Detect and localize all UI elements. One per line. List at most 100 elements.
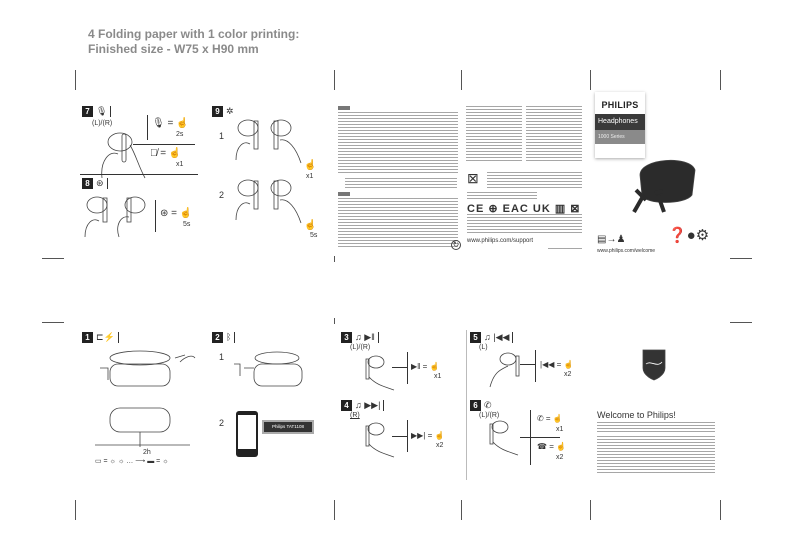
panel-number: 7 (82, 106, 93, 117)
microphone-mute-icon: 🎙̸ = ☝ (150, 148, 182, 159)
divider (155, 200, 156, 232)
play-pause-icon: ♫ ▶ǁ (352, 332, 379, 343)
body-text (597, 422, 715, 432)
hands-earbuds-illustration (235, 119, 302, 164)
crop-mark (590, 500, 591, 520)
product-name: Headphones (595, 114, 645, 130)
product-series: 1000 Series (595, 130, 645, 144)
spec-line-2: Finished size - W75 x H90 mm (88, 42, 259, 56)
hand-earbud-illustration (365, 355, 395, 391)
crop-mark (730, 258, 752, 259)
fold-mark (334, 318, 335, 324)
section-heading (338, 106, 350, 110)
body-text (487, 172, 582, 188)
reject-call-icon: ☎ = ☝ (537, 442, 567, 451)
support-url[interactable]: www.philips.com/support (467, 238, 534, 244)
panel-number: 1 (82, 332, 93, 343)
assistant-press-icon: ⊛ = ☝ (160, 208, 193, 219)
panel-number: 5 (470, 332, 481, 343)
tap-count: x2 (556, 454, 564, 461)
crop-mark (42, 258, 64, 259)
earbuds-case-illustration (632, 159, 696, 213)
tap-count: x2 (564, 371, 572, 378)
divider (80, 174, 198, 175)
charge-time: 2h (143, 449, 151, 456)
play-tap-icon: ▶ǁ = ☝ (411, 362, 440, 371)
divider (392, 436, 408, 437)
divider (133, 144, 195, 145)
panel-number: 6 (470, 400, 481, 411)
answer-call-icon: ✆ = ☝ (537, 414, 563, 423)
hands-earbuds-illustration (84, 196, 146, 238)
crop-mark (590, 70, 591, 90)
step-number: 2 (219, 418, 225, 428)
brand-logo: PHILIPS (601, 100, 639, 110)
section-heading (338, 192, 350, 196)
reset-icon: ✲ (226, 106, 234, 116)
body-text (345, 178, 457, 188)
fold-mark (334, 256, 335, 262)
crop-mark (75, 70, 76, 90)
certification-marks-icon: CE ⊕ EAC UK ▥ ⊠ (467, 203, 581, 215)
welcome-url[interactable]: www.philips.com/welcome (597, 248, 656, 254)
philips-shield-logo (642, 349, 666, 381)
phone-illustration (236, 411, 258, 457)
body-text (338, 112, 458, 174)
step-number: 2 (219, 190, 225, 200)
body-text (466, 106, 522, 162)
hold-icon: ☝ (304, 220, 317, 231)
side-label: (L)/(R) (350, 344, 371, 351)
hold-time: 5s (183, 221, 191, 228)
body-text (467, 214, 582, 234)
tap-count: x1 (306, 173, 314, 180)
crop-mark (42, 322, 64, 323)
side-label: (L) (479, 344, 488, 351)
crop-mark (461, 500, 462, 520)
hand-earbud-illustration (365, 422, 395, 458)
spec-line-1: 4 Folding paper with 1 color printing: (88, 27, 300, 41)
panel-number: 8 (82, 178, 93, 189)
print-spec-title: 4 Folding paper with 1 color printing: F… (88, 27, 299, 57)
crop-mark (720, 70, 721, 90)
hold-time: 2s (176, 131, 184, 138)
microphone-icon: 🎙 (93, 106, 112, 117)
voice-assistant-icon: ⊛ (93, 178, 108, 189)
side-label: (L)/(R) (479, 412, 500, 419)
charging-sequence-icon: ▭ = ☼ ☼ … ⟶ ▬ = ☼ (95, 458, 169, 465)
tap-count: x1 (176, 161, 184, 168)
crop-mark (75, 500, 76, 520)
body-text (526, 106, 582, 162)
divider (147, 115, 148, 140)
step-number: 1 (219, 352, 225, 362)
charging-case-illustration (95, 350, 196, 447)
microphone-on-icon: 🎙 = ☝ (152, 118, 189, 129)
side-label: (L)/(R) (92, 120, 113, 127)
divider (520, 364, 536, 365)
open-case-illustration (234, 351, 303, 387)
divider (392, 367, 408, 368)
previous-track-icon: ♫ |◀◀ (481, 332, 514, 343)
body-text (467, 192, 537, 200)
tap-count: x1 (556, 426, 564, 433)
hand-earbud-illustration (489, 420, 519, 456)
hand-earbud-illustration (489, 352, 520, 388)
support-icons-icon: ❓●⚙ (668, 227, 710, 244)
panel-number: 9 (212, 106, 223, 117)
device-name-button[interactable]: Philips TAT1108 (262, 420, 314, 434)
tap-count: x2 (436, 442, 444, 449)
divider (520, 437, 560, 438)
tap-count: x1 (434, 373, 442, 380)
welcome-heading: Welcome to Philips! (597, 410, 676, 420)
previous-tap-icon: |◀◀ = ☝ (540, 360, 574, 369)
body-text (597, 436, 715, 474)
crop-mark (730, 322, 752, 323)
divider (466, 330, 467, 480)
manual-to-user-icon: ▤→♟ (597, 234, 626, 245)
hands-earbuds-illustration (235, 179, 302, 224)
divider (407, 420, 408, 452)
crop-mark (334, 70, 335, 90)
crop-mark (334, 500, 335, 520)
next-track-icon: ♫ ▶▶| (352, 400, 385, 411)
part-number (548, 248, 582, 250)
